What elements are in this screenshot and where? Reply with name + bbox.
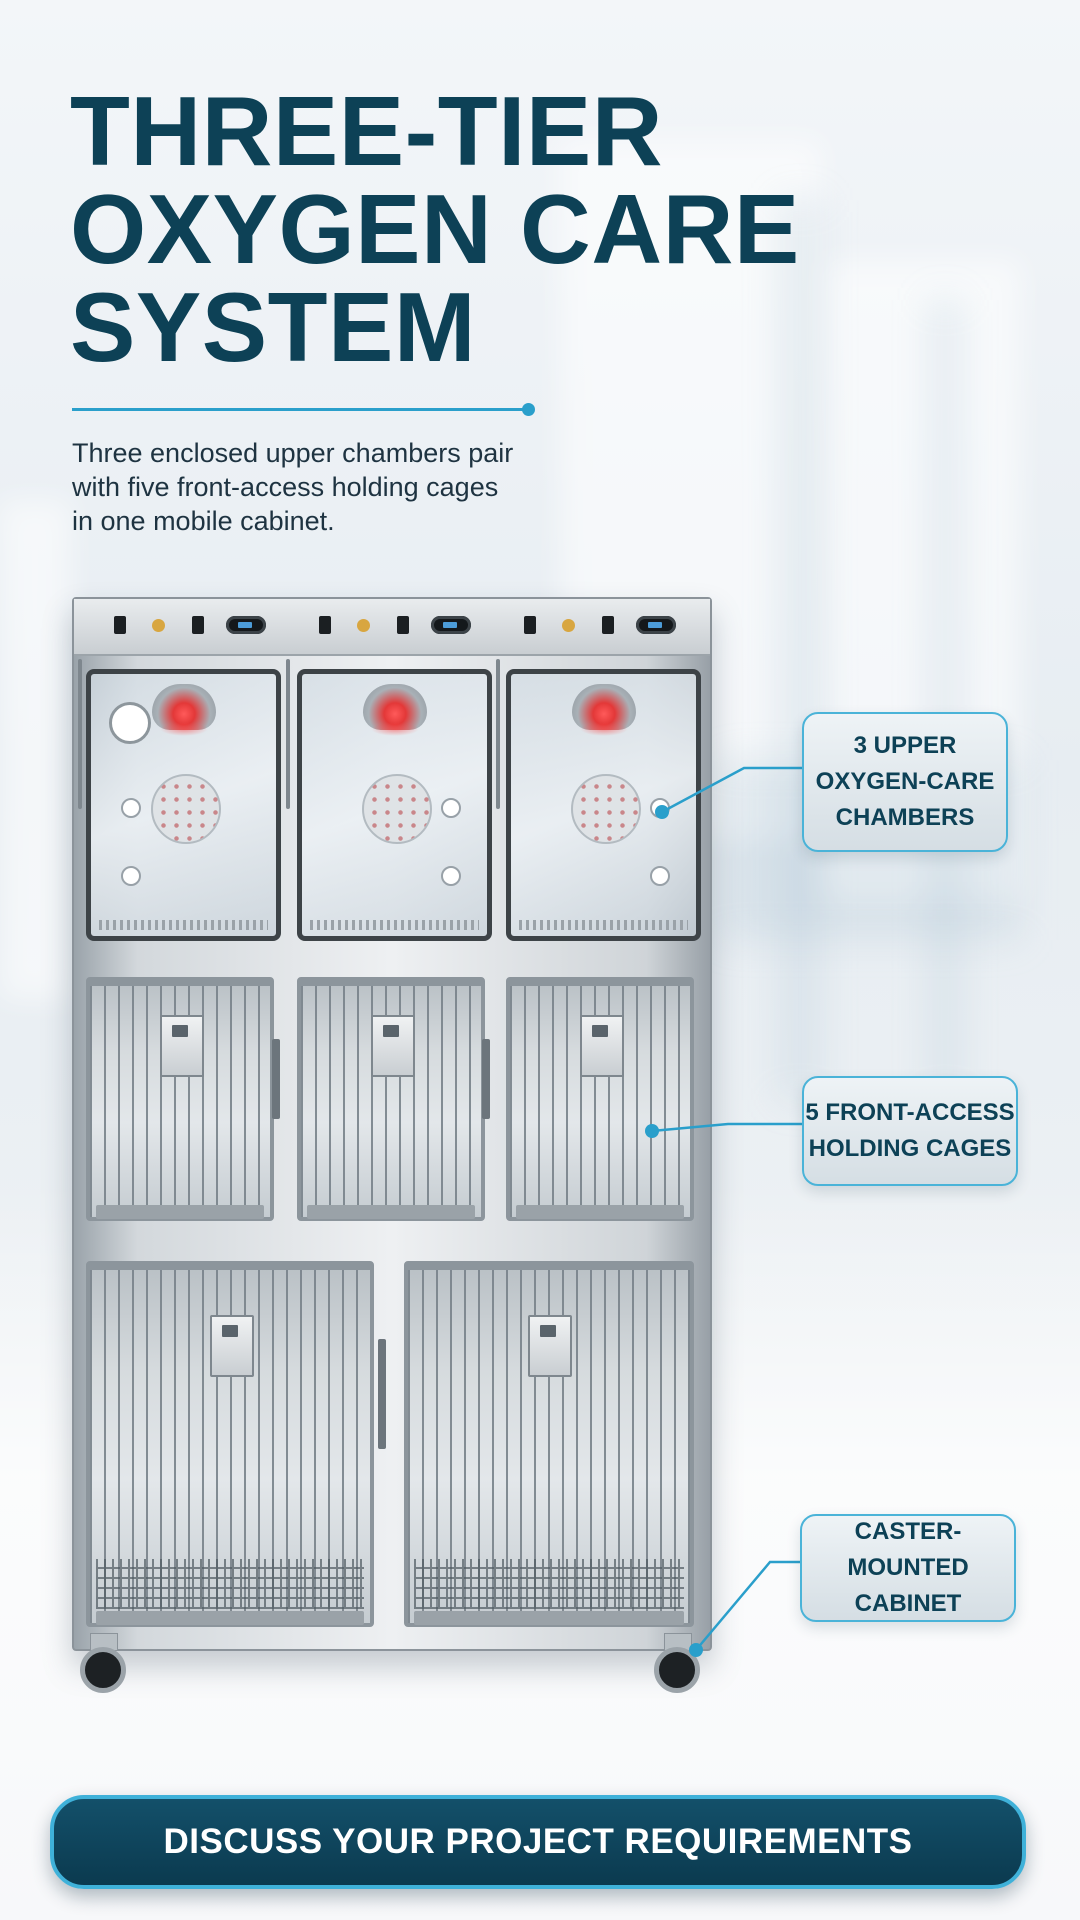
description-line-2: with five front-access holding cages <box>72 472 499 502</box>
control-panel-right <box>524 614 684 636</box>
title-divider <box>72 408 528 411</box>
description-line-1: Three enclosed upper chambers pair <box>72 438 514 468</box>
holding-cage <box>506 977 694 1221</box>
oxygen-chamber <box>297 669 492 941</box>
vent-panel <box>361 774 432 844</box>
callout-cages-text: 5 FRONT-ACCESS HOLDING CAGES <box>805 1099 1015 1162</box>
vent-panel <box>150 774 221 844</box>
oxygen-chamber <box>86 669 281 941</box>
port-icon <box>441 866 461 886</box>
port-icon <box>121 866 141 886</box>
callout-upper-text: 3 UPPER OXYGEN-CARE CHAMBERS <box>815 732 995 831</box>
cage-tray <box>307 1205 475 1219</box>
oxygen-chamber <box>506 669 701 941</box>
heat-lamp <box>362 684 427 736</box>
control-panel-strip <box>74 599 710 656</box>
gauge-icon <box>109 702 151 744</box>
cage-card-holder <box>580 1015 624 1077</box>
callout-casters-text: CASTER-MOUNTED CABINET <box>847 1518 969 1617</box>
title-divider-dot <box>522 403 535 416</box>
cage-tray <box>96 1205 264 1219</box>
callout-casters: CASTER-MOUNTED CABINET <box>800 1514 1016 1622</box>
door-latch <box>272 1039 280 1119</box>
door-latch <box>482 1039 490 1119</box>
port-icon <box>650 866 670 886</box>
product-description: Three enclosed upper chambers pair with … <box>72 436 552 538</box>
port-icon <box>121 798 141 818</box>
vent-panel <box>570 774 641 844</box>
cage-tray <box>516 1205 684 1219</box>
cage-card-holder <box>210 1315 254 1377</box>
title-line-2: OXYGEN CARE <box>70 174 800 284</box>
holding-cage <box>86 977 274 1221</box>
caster-wheel-icon <box>80 1647 126 1693</box>
chamber-grille <box>99 920 268 930</box>
cage-card-holder <box>371 1015 415 1077</box>
title-line-1: THREE-TIER <box>70 76 663 186</box>
cage-cabinet-illustration <box>72 597 712 1693</box>
cage-floor-grid <box>96 1559 364 1609</box>
callout-upper-chambers: 3 UPPER OXYGEN-CARE CHAMBERS <box>802 712 1008 852</box>
cage-floor-grid <box>414 1559 684 1609</box>
page-title: THREE-TIER OXYGEN CARE SYSTEM <box>70 82 800 376</box>
control-panel-center <box>319 614 479 636</box>
caster-wheel-icon <box>654 1647 700 1693</box>
callout-holding-cages: 5 FRONT-ACCESS HOLDING CAGES <box>802 1076 1018 1186</box>
chamber-grille <box>519 920 688 930</box>
description-line-3: in one mobile cabinet. <box>72 506 335 536</box>
holding-cage <box>404 1261 694 1627</box>
cage-tray <box>96 1611 364 1625</box>
door-handle <box>78 659 82 809</box>
cage-card-holder <box>160 1015 204 1077</box>
chamber-grille <box>310 920 479 930</box>
port-icon <box>441 798 461 818</box>
discuss-requirements-button[interactable]: DISCUSS YOUR PROJECT REQUIREMENTS <box>50 1795 1026 1889</box>
cage-tray <box>414 1611 684 1625</box>
heat-lamp <box>571 684 636 736</box>
holding-cage <box>297 977 485 1221</box>
title-line-3: SYSTEM <box>70 272 476 382</box>
door-latch <box>378 1339 386 1449</box>
door-handle <box>496 659 500 809</box>
door-handle <box>286 659 290 809</box>
holding-cage <box>86 1261 374 1627</box>
port-icon <box>650 798 670 818</box>
control-panel-left <box>114 614 274 636</box>
heat-lamp <box>151 684 216 736</box>
cage-card-holder <box>528 1315 572 1377</box>
